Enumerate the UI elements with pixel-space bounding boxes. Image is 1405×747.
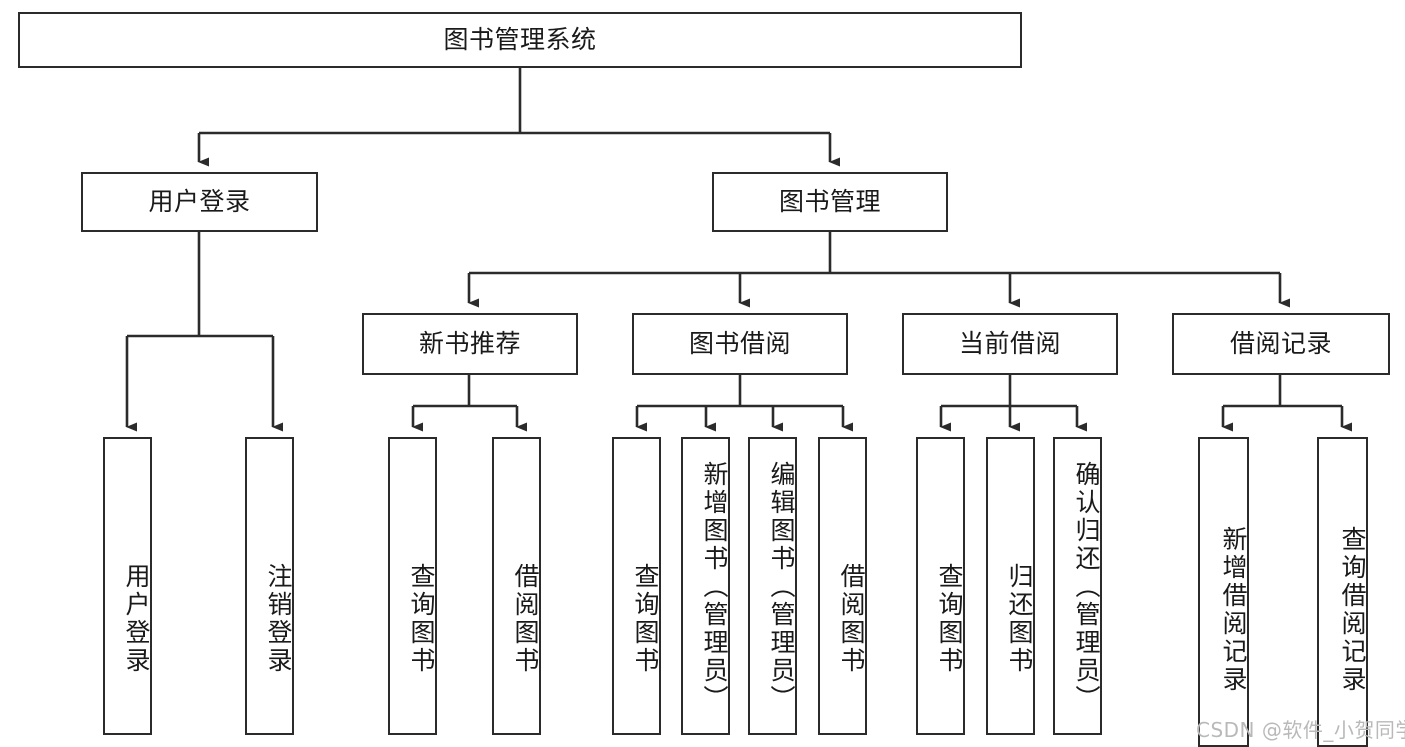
node-current-borrow[interactable]: 当前借阅 (902, 313, 1118, 375)
node-current-borrow-label: 当前借阅 (958, 329, 1061, 359)
node-leaf-user-logout[interactable]: 注销登录 (245, 437, 294, 735)
node-leaf-confirm-return[interactable]: 确认归还（管理员） (1053, 437, 1102, 735)
node-leaf-query-book-2-label: 查询图书 (631, 563, 660, 675)
node-borrow-record[interactable]: 借阅记录 (1172, 313, 1390, 375)
node-root[interactable]: 图书管理系统 (18, 12, 1022, 68)
node-leaf-add-book-label: 新增图书（管理员） (700, 461, 729, 713)
watermark-text: CSDN @软件_小贺同学 (1196, 718, 1405, 742)
node-leaf-query-book-1[interactable]: 查询图书 (388, 437, 437, 735)
node-leaf-return-book[interactable]: 归还图书 (986, 437, 1035, 735)
node-user-login[interactable]: 用户登录 (81, 172, 318, 232)
node-leaf-borrow-book-2-label: 借阅图书 (837, 563, 866, 675)
node-leaf-edit-book[interactable]: 编辑图书（管理员） (748, 437, 797, 735)
node-leaf-query-record-label: 查询借阅记录 (1338, 526, 1367, 694)
node-book-manage-label: 图书管理 (778, 187, 881, 217)
node-leaf-query-book-3[interactable]: 查询图书 (916, 437, 965, 735)
node-root-label: 图书管理系统 (443, 25, 597, 55)
node-book-borrow-label: 图书借阅 (688, 329, 791, 359)
node-leaf-confirm-return-label: 确认归还（管理员） (1072, 461, 1101, 713)
node-new-book-recommend-label: 新书推荐 (418, 329, 521, 359)
node-leaf-query-record[interactable]: 查询借阅记录 (1317, 437, 1368, 747)
node-leaf-user-logout-label: 注销登录 (264, 563, 293, 675)
node-book-manage[interactable]: 图书管理 (712, 172, 948, 232)
node-leaf-add-record-label: 新增借阅记录 (1219, 526, 1248, 694)
node-leaf-query-book-2[interactable]: 查询图书 (612, 437, 661, 735)
node-user-login-label: 用户登录 (148, 187, 251, 217)
node-leaf-user-login-label: 用户登录 (122, 563, 151, 675)
node-leaf-edit-book-label: 编辑图书（管理员） (767, 461, 796, 713)
node-leaf-add-book[interactable]: 新增图书（管理员） (681, 437, 730, 735)
node-borrow-record-label: 借阅记录 (1229, 329, 1332, 359)
node-new-book-recommend[interactable]: 新书推荐 (362, 313, 578, 375)
node-leaf-query-book-1-label: 查询图书 (407, 563, 436, 675)
node-leaf-query-book-3-label: 查询图书 (935, 563, 964, 675)
node-book-borrow[interactable]: 图书借阅 (632, 313, 848, 375)
node-leaf-return-book-label: 归还图书 (1005, 563, 1034, 675)
node-leaf-borrow-book-1[interactable]: 借阅图书 (492, 437, 541, 735)
node-leaf-user-login[interactable]: 用户登录 (103, 437, 152, 735)
node-leaf-borrow-book-1-label: 借阅图书 (511, 563, 540, 675)
node-leaf-add-record[interactable]: 新增借阅记录 (1198, 437, 1249, 747)
node-leaf-borrow-book-2[interactable]: 借阅图书 (818, 437, 867, 735)
